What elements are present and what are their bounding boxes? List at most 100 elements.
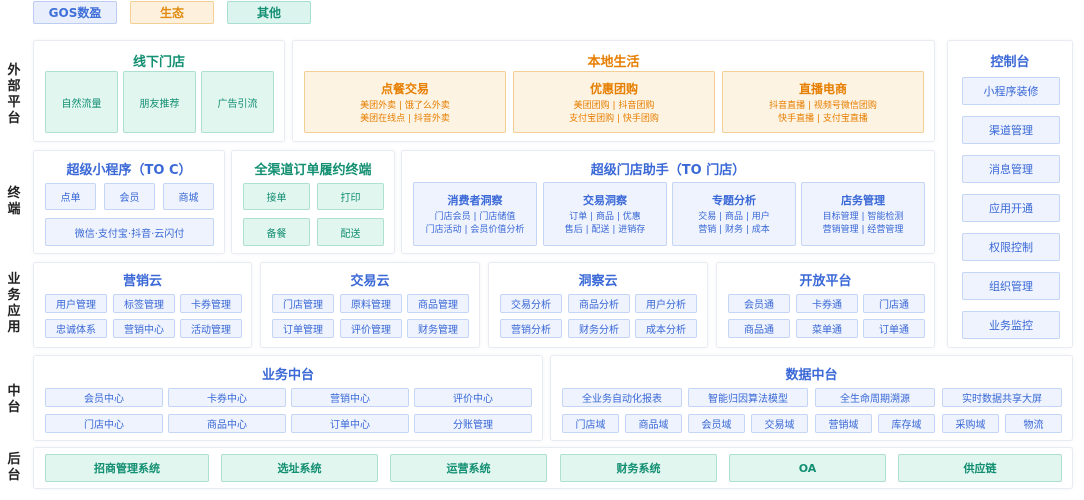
- local-card-live[interactable]: 直播电商 抖音直播 | 视频号微信团购 快手直播 | 支付宝直播: [722, 71, 924, 133]
- backend-item-operations[interactable]: 运营系统: [390, 454, 547, 482]
- insight-item-trade[interactable]: 交易分析: [500, 294, 562, 313]
- offline-item-natural[interactable]: 自然流量: [45, 71, 118, 133]
- dc-item-reports[interactable]: 全业务自动化报表: [562, 388, 682, 407]
- dc-domain-product[interactable]: 商品域: [625, 414, 682, 433]
- dc-domain-trade[interactable]: 交易域: [751, 414, 808, 433]
- open-item-store[interactable]: 门店通: [863, 294, 925, 313]
- assistant-card-title: 专题分析: [712, 194, 756, 207]
- marketing-item-user[interactable]: 用户管理: [45, 294, 107, 313]
- control-item-message[interactable]: 消息管理: [962, 155, 1060, 183]
- backend-item-merchant[interactable]: 招商管理系统: [45, 454, 209, 482]
- assistant-card-line: 售后 | 配送 | 进销存: [564, 225, 646, 235]
- backend-item-finance[interactable]: 财务系统: [560, 454, 717, 482]
- trade-cloud-title: 交易云: [350, 274, 390, 289]
- offline-item-ads[interactable]: 广告引流: [201, 71, 274, 133]
- assistant-card-store-ops[interactable]: 店务管理 目标管理 | 智能检测 营销管理 | 经营管理: [801, 182, 925, 246]
- dc-item-attribution[interactable]: 智能归因算法模型: [688, 388, 808, 407]
- backend-item-supply-chain[interactable]: 供应链: [898, 454, 1062, 482]
- offline-item-referral[interactable]: 朋友推荐: [123, 71, 196, 133]
- open-item-coupon[interactable]: 卡券通: [796, 294, 858, 313]
- assistant-card-trade[interactable]: 交易洞察 订单 | 商品 | 优惠 售后 | 配送 | 进销存: [543, 182, 667, 246]
- bc-item-marketing[interactable]: 营销中心: [291, 388, 409, 407]
- local-card-groupbuy[interactable]: 优惠团购 美团团购 | 抖音团购 支付宝团购 | 快手团购: [513, 71, 715, 133]
- mini-item-platforms[interactable]: 微信·支付宝·抖音·云闪付: [45, 218, 214, 246]
- business-center-title: 业务中台: [261, 368, 314, 383]
- bc-item-split[interactable]: 分账管理: [414, 414, 532, 433]
- dc-domain-marketing[interactable]: 营销域: [815, 414, 872, 433]
- marketing-item-coupon[interactable]: 卡券管理: [180, 294, 242, 313]
- layer-backend-c2: 台: [7, 468, 21, 483]
- omni-item-accept[interactable]: 接单: [243, 183, 310, 210]
- assistant-card-line: 门店会员 | 门店储值: [434, 212, 516, 222]
- backend-item-site-selection[interactable]: 选址系统: [221, 454, 378, 482]
- open-item-product[interactable]: 商品通: [728, 319, 790, 338]
- trade-item-finance[interactable]: 财务管理: [407, 319, 469, 338]
- open-item-member[interactable]: 会员通: [728, 294, 790, 313]
- omni-item-prepare[interactable]: 备餐: [243, 218, 310, 246]
- dc-domain-inventory[interactable]: 库存域: [878, 414, 935, 433]
- trade-cloud-panel: 交易云 门店管理 原料管理 商品管理 订单管理 评价管理 财务管理: [260, 262, 480, 348]
- store-assistant-panel: 超级门店助手（TO 门店） 消费者洞察 门店会员 | 门店储值 门店活动 | 会…: [401, 150, 935, 254]
- marketing-item-activity[interactable]: 活动管理: [180, 319, 242, 338]
- assistant-card-line: 交易 | 商品 | 用户: [698, 212, 770, 222]
- bc-item-store[interactable]: 门店中心: [45, 414, 163, 433]
- mini-item-order[interactable]: 点单: [45, 183, 96, 210]
- control-item-app-activation[interactable]: 应用开通: [962, 194, 1060, 222]
- assistant-card-line: 营销 | 财务 | 成本: [698, 225, 770, 235]
- bc-item-member[interactable]: 会员中心: [45, 388, 163, 407]
- mini-item-member[interactable]: 会员: [104, 183, 155, 210]
- open-platform-title: 开放平台: [799, 274, 852, 289]
- insight-item-product[interactable]: 商品分析: [568, 294, 630, 313]
- dc-item-traceability[interactable]: 全生命周期溯源: [815, 388, 935, 407]
- assistant-card-topic[interactable]: 专题分析 交易 | 商品 | 用户 营销 | 财务 | 成本: [672, 182, 796, 246]
- marketing-item-center[interactable]: 营销中心: [113, 319, 175, 338]
- control-item-channel[interactable]: 渠道管理: [962, 116, 1060, 144]
- omni-item-print[interactable]: 打印: [317, 183, 384, 210]
- insight-item-finance[interactable]: 财务分析: [568, 319, 630, 338]
- control-item-permission[interactable]: 权限控制: [962, 233, 1060, 261]
- local-card-ordering[interactable]: 点餐交易 美团外卖 | 饿了么外卖 美团在线点 | 抖音外卖: [304, 71, 506, 133]
- backend-item-oa[interactable]: OA: [729, 454, 886, 482]
- bc-item-coupon[interactable]: 卡券中心: [168, 388, 286, 407]
- omni-item-delivery[interactable]: 配送: [317, 218, 384, 246]
- control-item-organization[interactable]: 组织管理: [962, 272, 1060, 300]
- layer-terminal-c2: 端: [7, 202, 21, 217]
- assistant-card-line: 营销管理 | 经营管理: [822, 225, 904, 235]
- dc-domain-logistics[interactable]: 物流: [1005, 414, 1062, 433]
- control-item-miniprogram-decor[interactable]: 小程序装修: [962, 77, 1060, 105]
- local-card-line: 快手直播 | 支付宝直播: [778, 114, 868, 124]
- open-item-order[interactable]: 订单通: [863, 319, 925, 338]
- layer-business-c2: 务: [7, 288, 21, 303]
- open-item-menu[interactable]: 菜单通: [796, 319, 858, 338]
- insight-item-user[interactable]: 用户分析: [635, 294, 697, 313]
- assistant-card-line: 订单 | 商品 | 优惠: [569, 212, 641, 222]
- insight-item-cost[interactable]: 成本分析: [635, 319, 697, 338]
- marketing-item-loyalty[interactable]: 忠诚体系: [45, 319, 107, 338]
- mini-item-mall[interactable]: 商城: [163, 183, 214, 210]
- trade-item-material[interactable]: 原料管理: [340, 294, 402, 313]
- control-panel: 控制台 小程序装修 渠道管理 消息管理 应用开通 权限控制 组织管理 业务监控: [947, 40, 1073, 348]
- bc-item-review[interactable]: 评价中心: [414, 388, 532, 407]
- dc-domain-store[interactable]: 门店域: [562, 414, 619, 433]
- layer-business-c3: 应: [7, 304, 21, 319]
- layer-middle-c2: 台: [7, 400, 21, 415]
- marketing-item-tag[interactable]: 标签管理: [113, 294, 175, 313]
- bc-item-product[interactable]: 商品中心: [168, 414, 286, 433]
- layer-backend-c1: 后: [7, 452, 21, 467]
- trade-item-order[interactable]: 订单管理: [272, 319, 334, 338]
- trade-item-product[interactable]: 商品管理: [407, 294, 469, 313]
- dc-item-dashboard[interactable]: 实时数据共享大屏: [942, 388, 1062, 407]
- trade-item-review[interactable]: 评价管理: [340, 319, 402, 338]
- bc-item-order[interactable]: 订单中心: [291, 414, 409, 433]
- layer-terminal: 终端: [4, 182, 24, 222]
- dc-domain-procurement[interactable]: 采购域: [942, 414, 999, 433]
- control-item-monitor[interactable]: 业务监控: [962, 311, 1060, 339]
- assistant-card-consumer[interactable]: 消费者洞察 门店会员 | 门店储值 门店活动 | 会员价值分析: [413, 182, 537, 246]
- layer-external-c3: 平: [7, 95, 21, 110]
- local-card-line: 美团外卖 | 饿了么外卖: [360, 101, 450, 111]
- offline-store-title: 线下门店: [132, 55, 185, 70]
- trade-item-store[interactable]: 门店管理: [272, 294, 334, 313]
- layer-external-c1: 外: [7, 63, 21, 78]
- insight-item-marketing[interactable]: 营销分析: [500, 319, 562, 338]
- dc-domain-member[interactable]: 会员域: [688, 414, 745, 433]
